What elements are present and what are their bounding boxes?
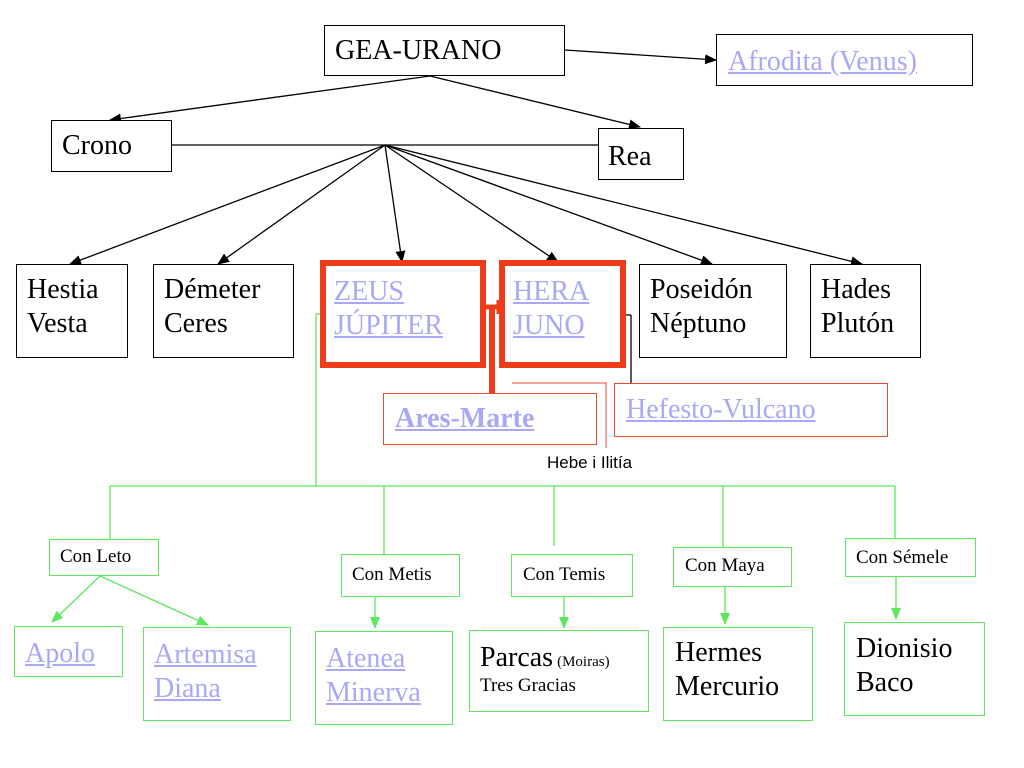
demeter-name: Démeter bbox=[164, 274, 261, 305]
apolo-box: Apolo bbox=[14, 626, 123, 677]
zeus-box: ZEUS JÚPITER bbox=[320, 260, 486, 368]
diana-link[interactable]: Diana bbox=[154, 672, 221, 704]
moiras-label: (Moiras) bbox=[557, 654, 610, 670]
pluton-name: Plutón bbox=[821, 307, 895, 339]
union-leto-label: Con Leto bbox=[60, 546, 132, 567]
union-temis-box: Con Temis bbox=[511, 554, 633, 597]
artemisa-box: Artemisa Diana bbox=[143, 627, 291, 721]
parcas-box: Parcas (Moiras) Tres Gracias bbox=[469, 630, 649, 712]
tres-gracias-label: Tres Gracias bbox=[480, 674, 576, 696]
hestia-box: Hestia Vesta bbox=[16, 264, 128, 358]
baco-name: Baco bbox=[856, 666, 914, 698]
gea-urano-box: GEA-URANO bbox=[324, 25, 565, 76]
afrodita-link[interactable]: Afrodita (Venus) bbox=[728, 46, 917, 77]
jupiter-link[interactable]: JÚPITER bbox=[334, 309, 443, 341]
neptuno-name: Néptuno bbox=[650, 307, 747, 339]
dionisio-name: Dionisio bbox=[856, 633, 953, 664]
union-leto-box: Con Leto bbox=[49, 539, 159, 576]
union-maya-label: Con Maya bbox=[685, 555, 765, 576]
hera-link[interactable]: HERA bbox=[513, 276, 590, 307]
hades-name: Hades bbox=[821, 274, 891, 305]
union-semele-box: Con Sémele bbox=[845, 538, 976, 577]
atenea-box: Atenea Minerva bbox=[315, 631, 453, 725]
zeus-link[interactable]: ZEUS bbox=[334, 276, 404, 307]
hefesto-link[interactable]: Hefesto-Vulcano bbox=[626, 394, 816, 425]
rea-label: Rea bbox=[608, 141, 652, 172]
hermes-name: Hermes bbox=[675, 637, 763, 668]
union-metis-box: Con Metis bbox=[341, 554, 460, 597]
hades-box: Hades Plutón bbox=[810, 264, 921, 358]
vesta-name: Vesta bbox=[27, 307, 88, 339]
atenea-link[interactable]: Atenea bbox=[326, 643, 406, 674]
ares-box: Ares-Marte bbox=[383, 393, 597, 445]
parcas-label: Parcas bbox=[480, 642, 554, 673]
union-temis-label: Con Temis bbox=[523, 564, 606, 585]
demeter-box: Démeter Ceres bbox=[153, 264, 294, 358]
ares-link[interactable]: Ares-Marte bbox=[395, 403, 535, 434]
apolo-link[interactable]: Apolo bbox=[25, 638, 95, 669]
crono-box: Crono bbox=[51, 120, 172, 172]
dionisio-box: Dionisio Baco bbox=[844, 622, 985, 716]
mercurio-name: Mercurio bbox=[675, 670, 780, 702]
poseidon-name: Poseidón bbox=[650, 274, 753, 305]
gea-urano-label: GEA-URANO bbox=[335, 35, 502, 66]
juno-link[interactable]: JUNO bbox=[513, 309, 585, 341]
ceres-name: Ceres bbox=[164, 307, 228, 339]
union-maya-box: Con Maya bbox=[673, 547, 792, 587]
hermes-box: Hermes Mercurio bbox=[663, 627, 813, 721]
hefesto-box: Hefesto-Vulcano bbox=[614, 383, 888, 437]
poseidon-box: Poseidón Néptuno bbox=[639, 264, 787, 358]
union-metis-label: Con Metis bbox=[352, 564, 432, 585]
afrodita-box: Afrodita (Venus) bbox=[716, 34, 973, 86]
hestia-name: Hestia bbox=[27, 274, 99, 305]
minerva-link[interactable]: Minerva bbox=[326, 676, 421, 708]
union-semele-label: Con Sémele bbox=[856, 547, 949, 568]
rea-box: Rea bbox=[598, 128, 684, 180]
hera-box: HERA JUNO bbox=[499, 260, 626, 368]
crono-label: Crono bbox=[62, 130, 132, 161]
hebe-label: Hebe i Ilitía bbox=[547, 453, 633, 472]
artemisa-link[interactable]: Artemisa bbox=[154, 639, 257, 670]
